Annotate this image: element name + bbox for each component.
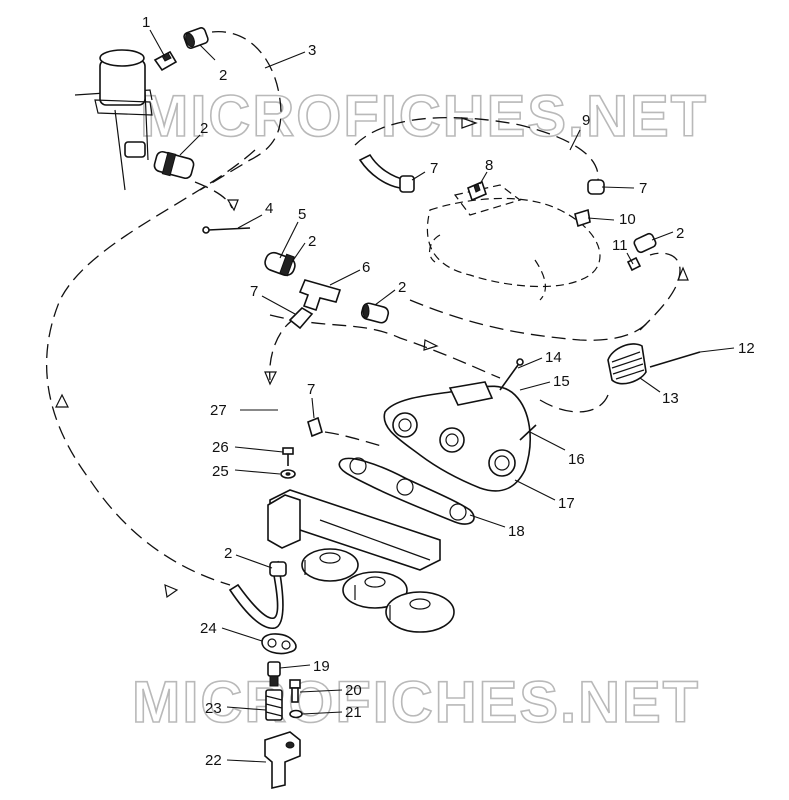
clamp-2-right [360,302,390,324]
callout-16: 16 [568,451,585,468]
callout-2: 2 [398,279,406,296]
elbow-7 [288,306,314,330]
hose-7-upper [358,153,415,193]
callout-27: 27 [210,402,227,419]
clamp-2-upper-right [633,232,657,254]
callout-8: 8 [485,157,493,174]
callout-9: 9 [582,112,590,129]
callout-23: 23 [205,700,222,717]
callout-5: 5 [298,206,306,223]
water-manifold [267,489,441,571]
callout-2: 2 [308,233,316,250]
pin-4 [202,226,251,234]
spring-23 [265,689,283,721]
gasket-24 [261,633,297,655]
fitting-1 [153,50,178,72]
callout-15: 15 [553,373,570,390]
callout-7: 7 [639,180,647,197]
cylinder-heads [301,548,455,633]
washer-25 [280,469,296,479]
callout-2: 2 [224,545,232,562]
pin-12 [649,351,701,368]
callout-11: 11 [612,237,628,254]
screw-20 [289,679,301,703]
upper-manifold-ghost [426,184,601,301]
callout-2: 2 [676,225,684,242]
callout-7: 7 [430,160,438,177]
gasket-18 [338,457,475,525]
bolt-16 [519,424,537,441]
callout-21: 21 [345,704,362,721]
watermark-bottom: MICROFICHES.NET [132,670,700,735]
valve-19 [267,661,281,687]
callout-7: 7 [307,381,315,398]
leader-lines [149,29,735,763]
callout-labels: 1 2 3 2 9 7 8 7 10 4 5 2 11 2 6 7 2 12 1… [142,14,755,769]
hose-routing [46,31,689,599]
callout-3: 3 [308,42,316,59]
callout-2: 2 [200,120,208,137]
watermark-top: MICROFICHES.NET [140,84,708,149]
exhaust-manifold-17 [383,381,531,492]
callout-26: 26 [212,439,229,456]
callout-6: 6 [362,259,370,276]
fitting-8 [467,180,487,202]
callout-10: 10 [619,211,636,228]
fitting-11 [626,256,642,272]
callout-12: 12 [738,340,755,357]
bolt-14 [499,358,524,391]
fitting-7-lower [307,416,323,438]
callout-20: 20 [345,682,362,699]
tee-fitting-6 [298,279,342,312]
callout-4: 4 [265,200,273,217]
hose-5 [264,251,296,277]
spring-13 [607,343,647,385]
callout-19: 19 [313,658,330,675]
bolt-26 [282,447,294,466]
housing-22 [264,731,301,790]
callout-25: 25 [212,463,229,480]
fitting-7-right [587,179,605,195]
callout-22: 22 [205,752,222,769]
fitting-10 [574,208,591,228]
washer-21 [289,709,303,719]
oil-tank-assembly [74,49,153,191]
callout-1: 1 [142,14,150,31]
callout-14: 14 [545,349,562,366]
hose-bottom [228,560,287,630]
clamp-2-mid [153,150,195,180]
callout-2: 2 [219,67,227,84]
callout-24: 24 [200,620,217,637]
callout-7: 7 [250,283,258,300]
callout-13: 13 [662,390,679,407]
clamp-2-top [183,27,209,49]
callout-18: 18 [508,523,525,540]
callout-17: 17 [558,495,575,512]
